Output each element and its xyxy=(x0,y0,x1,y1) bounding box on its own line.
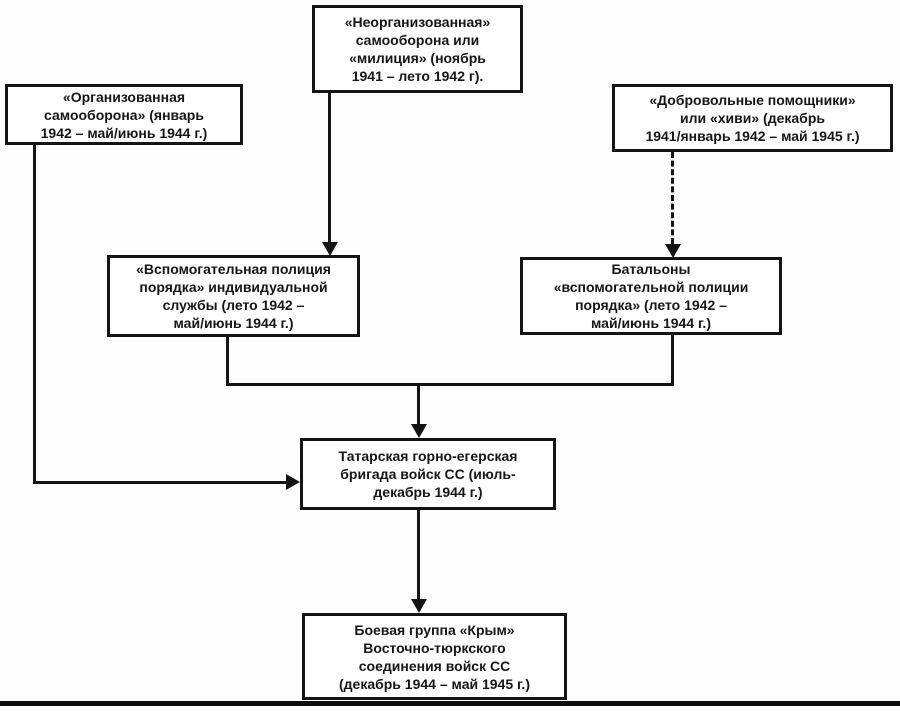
node-aux-police-battalions: Батальоны «вспомогательной полиции поряд… xyxy=(520,257,782,335)
connector-battalions-drop xyxy=(671,335,674,386)
node-organized-self-defense: «Организованная самооборона» (январь 194… xyxy=(5,84,243,145)
node-tatar-mountain-brigade: Татарская горно-егерская бригада войск С… xyxy=(300,438,556,510)
connector-organized-horizontal xyxy=(33,481,287,484)
page-bottom-rule xyxy=(0,701,900,706)
arrowhead-down-icon xyxy=(322,242,338,256)
connector-individual-drop xyxy=(226,337,229,386)
connector-merge-to-brigade xyxy=(417,383,420,426)
connector-militia-to-individual xyxy=(328,93,331,244)
arrowhead-down-icon xyxy=(411,424,427,438)
node-aux-police-individual: «Вспомогательная полиция порядка» индиви… xyxy=(107,255,360,337)
arrowhead-down-icon xyxy=(411,599,427,613)
arrowhead-down-icon xyxy=(665,244,681,258)
connector-organized-vertical xyxy=(33,145,36,484)
connector-merge-horizontal xyxy=(226,383,674,386)
arrowhead-right-icon xyxy=(286,474,300,490)
node-unorganized-militia: «Неорганизованная» самооборона или «мили… xyxy=(312,5,523,93)
node-kampfgruppe-krym: Боевая группа «Крым» Восточно-тюркского … xyxy=(302,613,567,700)
connector-hiwi-to-battalions-dashed xyxy=(671,152,674,244)
connector-brigade-to-kampfgruppe xyxy=(417,510,420,600)
node-hiwi-helpers: «Добровольные помощники» или «хиви» (дек… xyxy=(612,84,893,152)
